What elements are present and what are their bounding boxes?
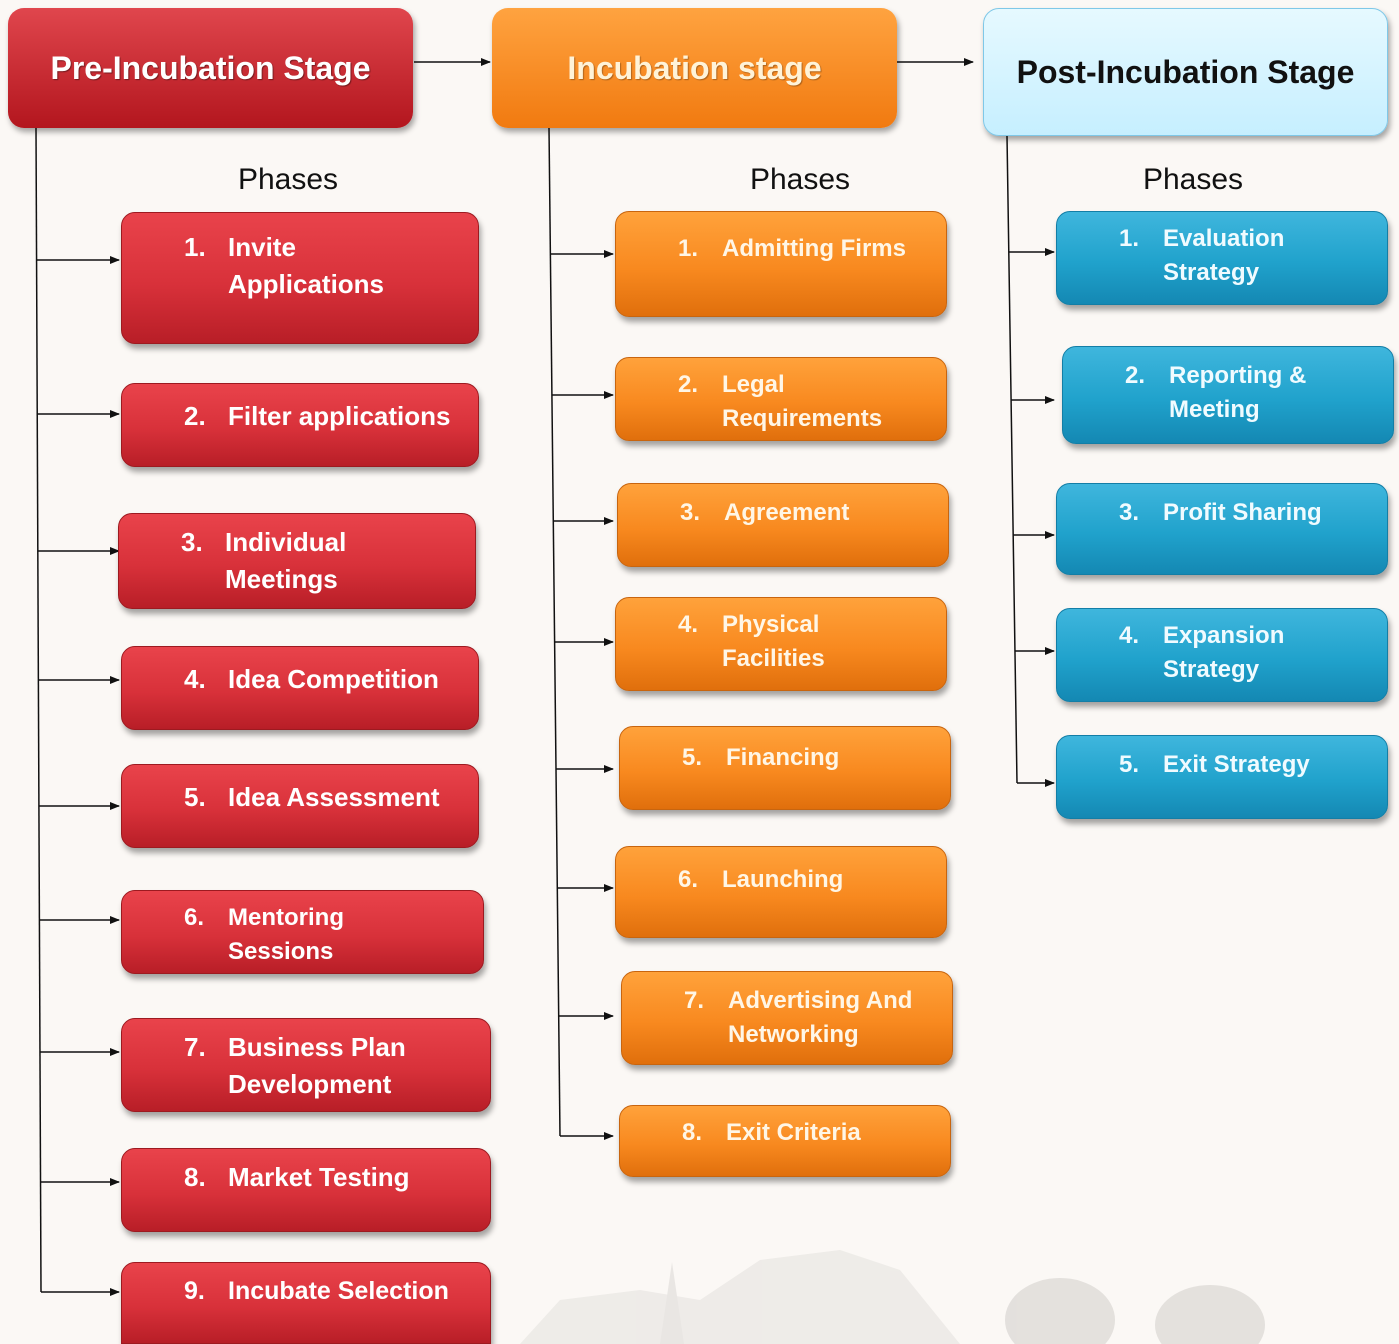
phase-number: 4. [1119, 622, 1140, 649]
incubation-phase-3: 3. Agreement [617, 483, 949, 567]
phase-number: 4. [184, 664, 206, 694]
post-phase-4: 4. Expansion Strategy [1056, 608, 1388, 702]
phase-number: 8. [682, 1119, 703, 1146]
incubation-phase-1: 1. Admitting Firms [615, 211, 947, 317]
incubation-phase-7: 7. Advertising And Networking [621, 971, 953, 1065]
phase-label: Market Testing [228, 1162, 410, 1192]
phase-number: 4. [678, 611, 699, 638]
pre-phase-9: 9. Incubate Selection [121, 1262, 491, 1344]
phase-number: 3. [680, 499, 701, 526]
phase-label: Reporting & Meeting [1169, 362, 1307, 423]
incubation-phase-8: 8. Exit Criteria [619, 1105, 951, 1177]
phase-number: 5. [1119, 751, 1140, 778]
phase-label: Idea Assessment [228, 782, 440, 812]
pre-phase-2: 2. Filter applications [121, 383, 479, 467]
pre-phase-7: 7. Business Plan Development [121, 1018, 491, 1112]
incubation-stage-title: Incubation stage [567, 49, 822, 86]
phase-label: Incubate Selection [228, 1277, 449, 1305]
phase-label: Idea Competition [228, 664, 439, 694]
phase-label: Exit Strategy [1163, 751, 1310, 778]
phase-number: 3. [181, 527, 203, 557]
incubation-phase-5: 5. Financing [619, 726, 951, 810]
phase-number: 8. [184, 1162, 206, 1192]
post-spine-line [1006, 135, 1018, 784]
incubation-phase-6: 6. Launching [615, 846, 947, 938]
post-incubation-stage-title: Post-Incubation Stage [1016, 53, 1355, 90]
pre-spine-line [35, 127, 42, 1293]
phase-number: 6. [678, 866, 699, 893]
phase-number: 1. [184, 232, 206, 262]
pre-incubation-stage-title: Pre-Incubation Stage [50, 49, 371, 86]
phase-label: Evaluation Strategy [1163, 225, 1285, 286]
phase-label: Agreement [724, 499, 850, 526]
phase-number: 2. [1125, 362, 1146, 389]
incubation-phases-label: Phases [749, 163, 851, 196]
phase-number: 7. [684, 987, 705, 1014]
phase-label: Admitting Firms [722, 235, 906, 262]
phase-number: 5. [184, 782, 206, 812]
pre-phase-1: 1. Invite Applications [121, 212, 479, 344]
phase-label: Profit Sharing [1163, 499, 1322, 526]
phase-number: 3. [1119, 499, 1140, 526]
post-phase-2: 2. Reporting & Meeting [1062, 346, 1394, 444]
phase-label: Physical Facilities [722, 611, 825, 672]
phase-label: Financing [726, 744, 840, 771]
post-phase-5: 5. Exit Strategy [1056, 735, 1388, 819]
post-phases-label: Phases [1142, 163, 1244, 196]
incubation-phase-4: 4. Physical Facilities [615, 597, 947, 691]
post-phase-1: 1. Evaluation Strategy [1056, 211, 1388, 305]
phase-label: Invite Applications [228, 232, 385, 299]
phase-number: 6. [184, 904, 205, 931]
pre-phase-8: 8. Market Testing [121, 1148, 491, 1232]
incubation-stage-header: Incubation stage [492, 8, 897, 128]
pre-phase-6: 6. Mentoring Sessions [121, 890, 484, 974]
phase-label: Business Plan Development [228, 1032, 406, 1099]
phase-label: Expansion Strategy [1163, 622, 1285, 683]
phase-label: Exit Criteria [726, 1119, 861, 1146]
post-phase-3: 3. Profit Sharing [1056, 483, 1388, 575]
pre-phase-3: 3. Individual Meetings [118, 513, 476, 609]
phase-label: Mentoring Sessions [228, 904, 344, 965]
phase-number: 1. [678, 235, 699, 262]
phase-label: Launching [722, 866, 844, 893]
background-silhouettes [520, 1250, 1265, 1344]
pre-phases-label: Phases [237, 163, 339, 196]
incubation-spine-line [548, 127, 561, 1137]
phase-label: Legal Requirements [722, 371, 883, 432]
phase-number: 2. [678, 371, 699, 398]
pre-phase-5: 5. Idea Assessment [121, 764, 479, 848]
phase-number: 1. [1119, 225, 1140, 252]
phase-number: 7. [184, 1032, 206, 1062]
pre-incubation-stage-header: Pre-Incubation Stage [8, 8, 413, 128]
phase-label: Filter applications [228, 401, 451, 431]
phase-number: 2. [184, 401, 206, 431]
phase-label: Individual Meetings [225, 527, 347, 594]
post-incubation-stage-header: Post-Incubation Stage [983, 8, 1388, 136]
incubation-phase-2: 2. Legal Requirements [615, 357, 947, 441]
phase-number: 9. [184, 1277, 205, 1305]
phase-label: Advertising And Networking [728, 987, 913, 1048]
pre-phase-4: 4. Idea Competition [121, 646, 479, 730]
phase-number: 5. [682, 744, 703, 771]
